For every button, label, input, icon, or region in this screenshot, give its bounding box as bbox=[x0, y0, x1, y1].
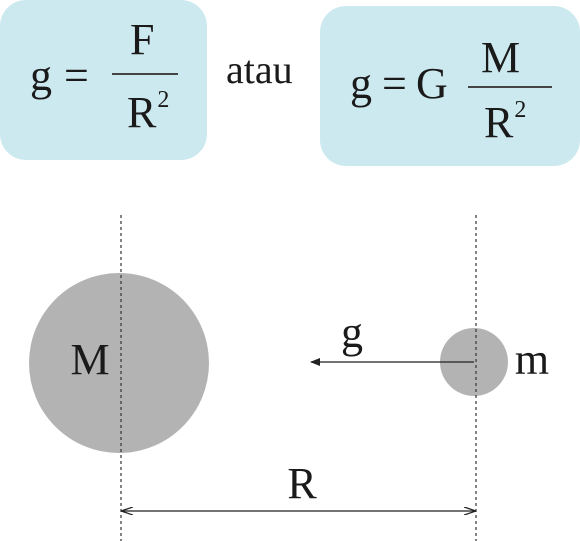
formula-left-exponent: 2 bbox=[157, 87, 170, 113]
formula-left-fraction-bar bbox=[112, 73, 178, 75]
formula-right-denominator: R2 bbox=[484, 97, 527, 147]
distance-label: R bbox=[287, 459, 317, 508]
connector-text: atau bbox=[226, 47, 293, 92]
formula-box-left bbox=[0, 0, 207, 160]
formula-right-constant: G bbox=[416, 59, 448, 108]
formula-right-numerator: M bbox=[481, 33, 521, 82]
formula-right-lhs: g bbox=[350, 59, 372, 108]
formula-left-denominator: R2 bbox=[127, 87, 170, 137]
large-mass-label: M bbox=[70, 335, 109, 384]
formula-left-numerator: F bbox=[130, 15, 155, 64]
field-label: g bbox=[341, 308, 363, 357]
formula-left-equals: = bbox=[64, 51, 89, 100]
large-mass-circle bbox=[29, 273, 209, 453]
formula-right-exponent: 2 bbox=[514, 97, 527, 123]
formula-right-fraction-bar bbox=[468, 86, 552, 88]
formula-left-lhs: g bbox=[30, 51, 52, 100]
small-mass-label: m bbox=[515, 335, 549, 384]
formula-right-equals: = bbox=[382, 59, 407, 108]
